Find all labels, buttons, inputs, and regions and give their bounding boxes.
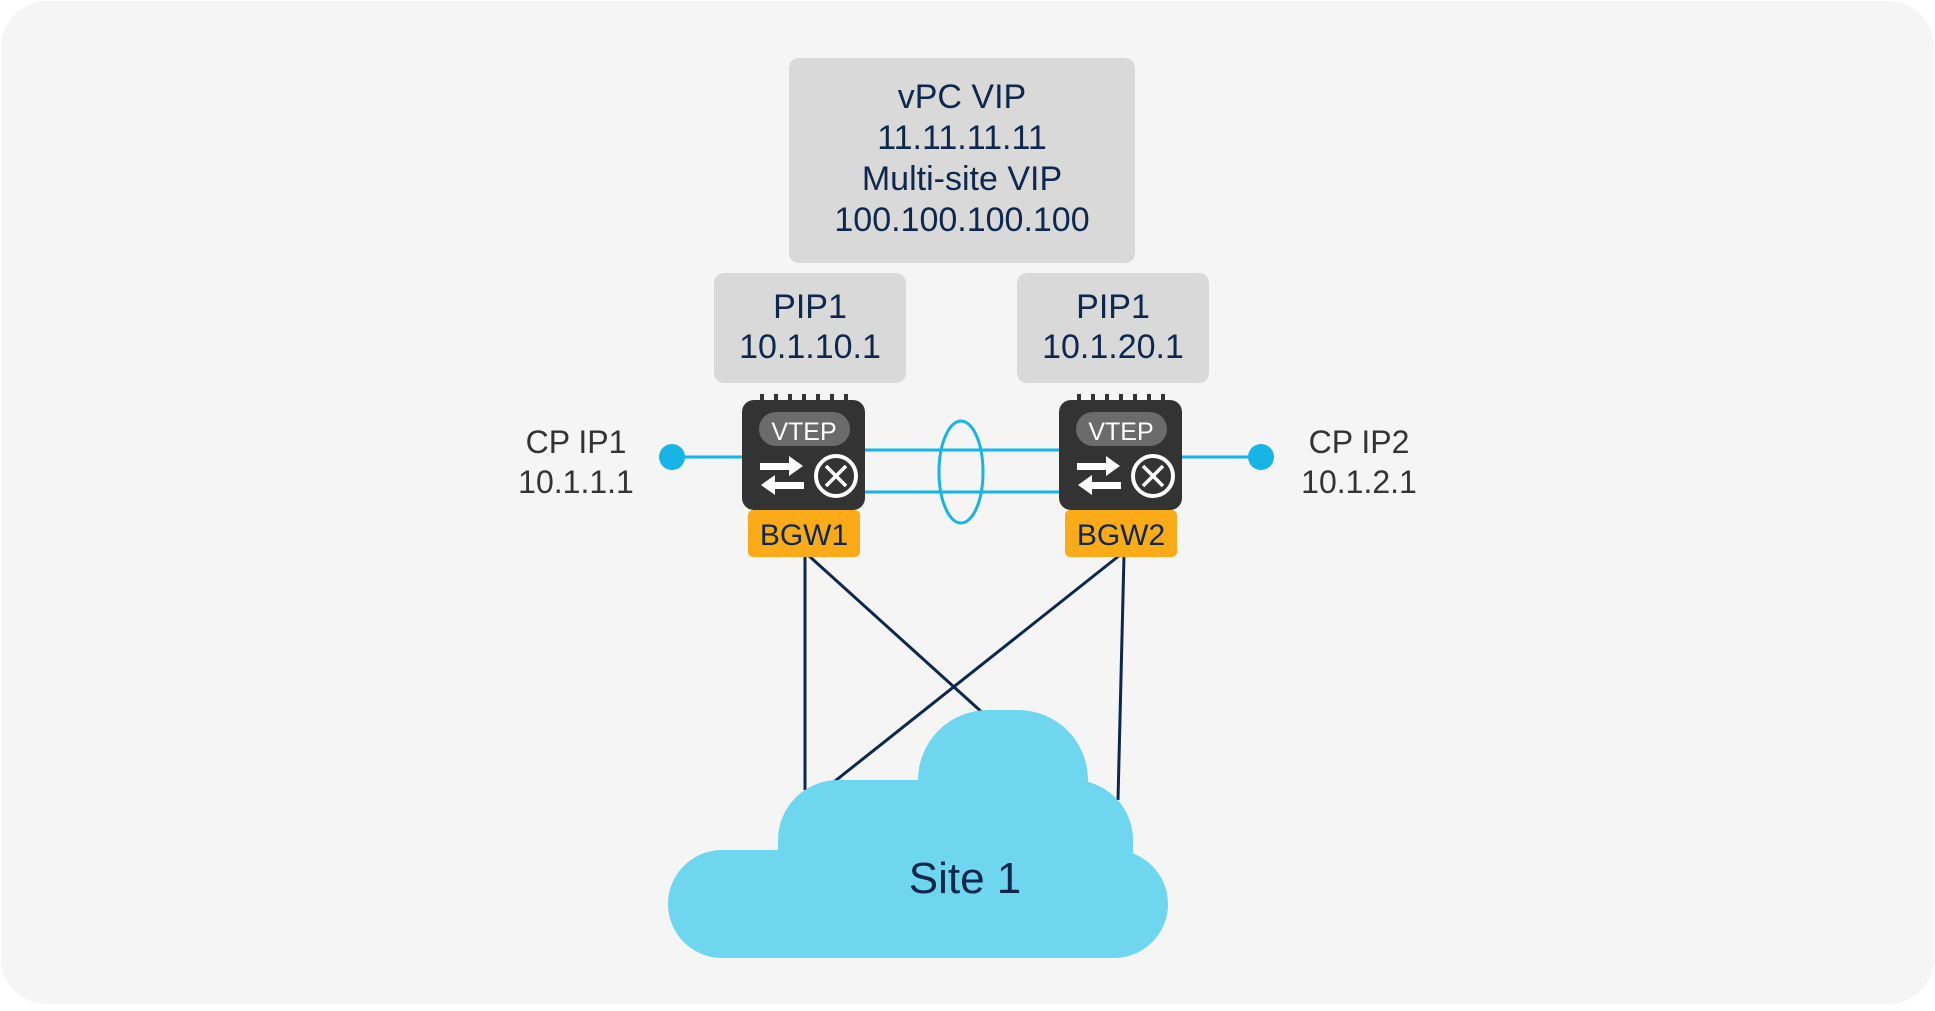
port-channel-ellipse [937,419,985,525]
cp-ip1-title: CP IP1 [526,424,627,460]
cp-ip2-address: 10.1.2.1 [1301,464,1417,500]
pip-right-address: 10.1.20.1 [1042,328,1184,366]
site-uplinks [803,553,1126,801]
crossbar-switch-icon [1131,454,1175,498]
vip-line-2: 11.11.11.11 [877,119,1047,157]
pip-right-box [1017,273,1209,383]
bgw1-vtep-pill [759,412,850,446]
vpc-peer-link [860,419,1062,525]
site-cloud [668,710,1168,958]
bgw2-vtep-label: VTEP [1088,418,1153,446]
exchange-arrows-icon [1077,456,1121,495]
pip-left-title: PIP1 [773,288,847,326]
bgw2-label-box [1065,510,1177,557]
vip-line-1: vPC VIP [898,78,1026,116]
vip-box [789,58,1135,263]
uplink-bgw2-cross [829,553,1121,787]
vip-line-3: Multi-site VIP [862,160,1062,198]
bgw2-label: BGW2 [1077,519,1165,552]
uplink-bgw1-cross [806,553,987,717]
pip-left-address: 10.1.10.1 [739,328,881,366]
cp-ip2-title: CP IP2 [1309,424,1410,460]
bgw1-device: VTEP [742,394,865,510]
cp-ip2-dot [1248,444,1274,470]
exchange-arrows-icon [760,456,804,495]
pip-right-title: PIP1 [1076,288,1150,326]
bgw1-vtep-label: VTEP [771,418,836,446]
site-label: Site 1 [909,854,1022,903]
pip-left-box [714,273,906,383]
uplink-bgw2-right [1116,554,1126,801]
bgw2-vtep-pill [1076,412,1167,446]
crossbar-switch-icon [814,454,858,498]
cp-ip1-dot [659,444,685,470]
bgw1-label-box [748,510,860,557]
vip-line-4: 100.100.100.100 [834,201,1089,239]
bgw2-device: VTEP [1059,394,1182,510]
bgw1-label: BGW1 [760,519,848,552]
cp-ip1-address: 10.1.1.1 [518,464,634,500]
